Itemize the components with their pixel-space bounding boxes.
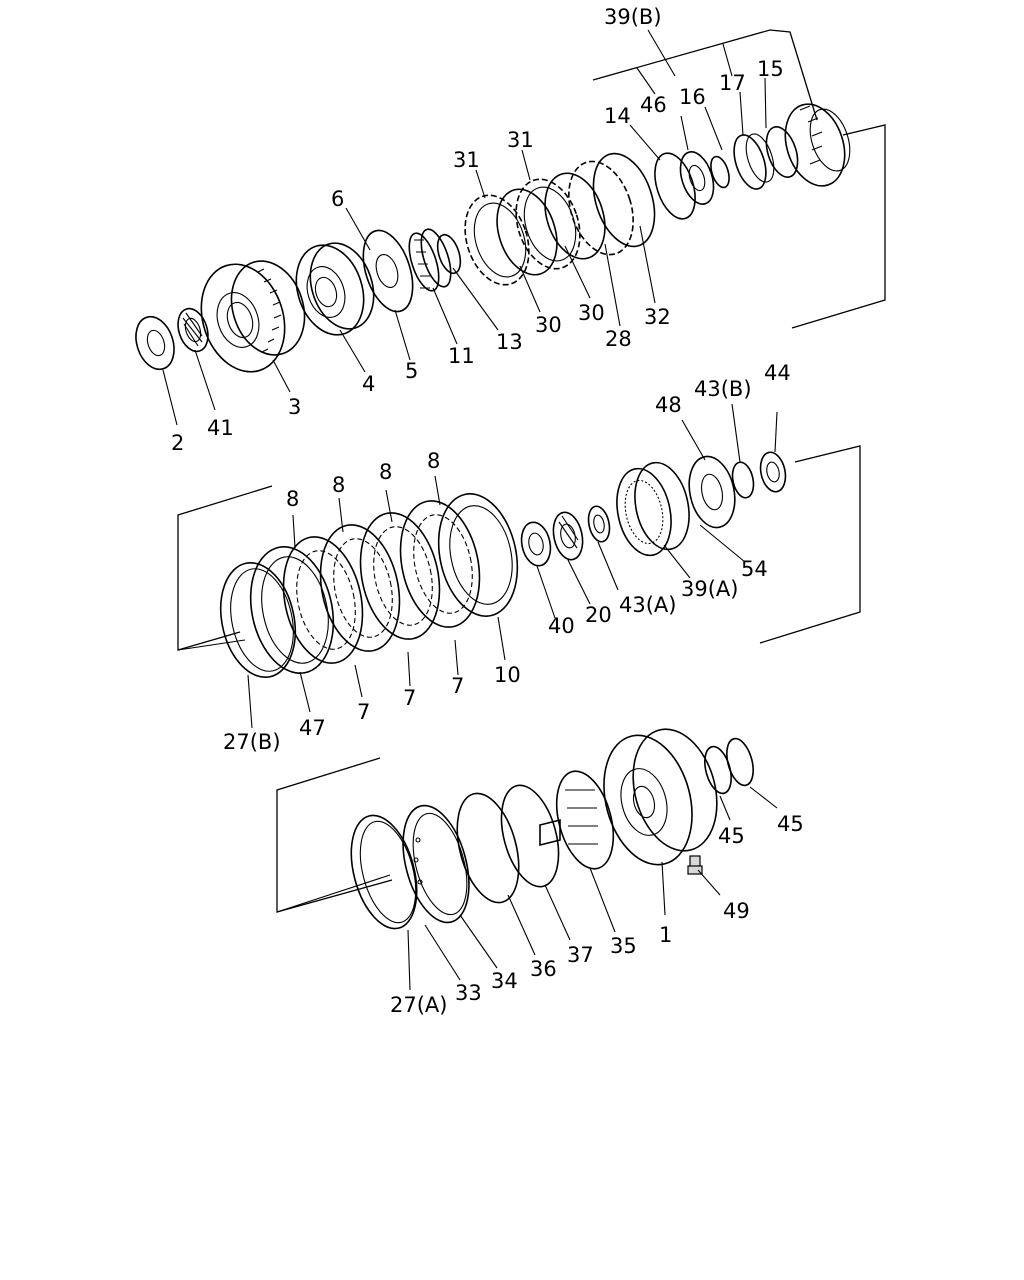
part-3-clutch-hub (200, 260, 306, 373)
part-41-needle-bearing (177, 307, 209, 353)
part-5-6-washer (362, 229, 414, 313)
label-43b: 43(B) (694, 377, 752, 401)
label-36: 36 (530, 957, 557, 981)
label-49: 49 (723, 899, 750, 923)
label-45-right: 45 (777, 812, 804, 836)
label-4: 4 (362, 372, 375, 396)
label-46: 46 (640, 93, 667, 117)
label-33: 33 (455, 981, 482, 1005)
label-8-third: 8 (379, 460, 392, 484)
part-36-seal-ring (500, 784, 560, 888)
label-45-left: 45 (718, 824, 745, 848)
group-middle-row (219, 451, 787, 679)
label-40: 40 (548, 614, 575, 638)
label-2: 2 (171, 431, 184, 455)
part-47-pressure-plate (249, 546, 335, 674)
label-47: 47 (299, 716, 326, 740)
label-27a: 27(A) (390, 993, 447, 1017)
label-31-right: 31 (507, 128, 534, 152)
label-43a: 43(A) (619, 593, 676, 617)
part-13-snap-ring (436, 233, 462, 275)
group-leader-lines (162, 29, 778, 991)
label-6: 6 (331, 187, 344, 211)
frame-top (592, 29, 818, 121)
label-39b: 39(B) (604, 5, 662, 29)
part-2-thrust-washer (135, 315, 175, 371)
label-10: 10 (494, 663, 521, 687)
label-31-left: 31 (453, 148, 480, 172)
label-13: 13 (496, 330, 523, 354)
part-34-seal-ring (456, 792, 520, 904)
part-31-30-28-clutch-plates (464, 160, 634, 286)
part-11-spring-retainer (408, 228, 452, 292)
group-bottom-row (350, 728, 754, 930)
label-44: 44 (764, 361, 791, 385)
part-43b-washer (731, 461, 755, 499)
frame-middle-right (759, 445, 861, 644)
label-8-first: 8 (286, 487, 299, 511)
label-8-second: 8 (332, 473, 345, 497)
label-41: 41 (207, 416, 234, 440)
label-1: 1 (659, 923, 672, 947)
label-37: 37 (567, 943, 594, 967)
part-8-7-clutch-pack (282, 500, 481, 664)
label-30-left: 30 (535, 313, 562, 337)
part-46-16-thrust-bearing (679, 151, 730, 205)
label-16: 16 (679, 85, 706, 109)
label-34: 34 (491, 969, 518, 993)
label-14: 14 (604, 104, 631, 128)
label-3: 3 (288, 395, 301, 419)
label-7-left: 7 (357, 700, 370, 724)
part-40-thrust-washer (520, 521, 552, 567)
label-17: 17 (719, 71, 746, 95)
label-32: 32 (644, 305, 671, 329)
label-20: 20 (585, 603, 612, 627)
label-7-middle: 7 (403, 686, 416, 710)
label-35: 35 (610, 934, 637, 958)
frame-bottom (276, 757, 393, 913)
part-43a-washer (587, 505, 611, 543)
part-49-bolt (687, 855, 703, 875)
group-callout-labels: 39(B) 46 16 17 15 14 31 31 6 30 30 32 28… (171, 5, 804, 1017)
part-45-seal-rings (704, 737, 754, 795)
part-33-piston (402, 804, 470, 924)
part-27a-snap-ring (350, 814, 418, 930)
group-frames (177, 29, 886, 913)
label-54: 54 (741, 557, 768, 581)
label-30-right: 30 (578, 301, 605, 325)
group-top-row (135, 103, 851, 373)
label-7-right: 7 (451, 674, 464, 698)
part-54-48-planet-carrier (688, 455, 736, 529)
part-32-snap-ring (592, 152, 656, 248)
part-20-needle-bearing (552, 511, 584, 561)
part-15-drum (765, 103, 851, 187)
frame-middle-left (177, 485, 273, 651)
part-35-spring-retainer (555, 770, 615, 870)
part-44-needle-bearing (759, 451, 787, 493)
label-11: 11 (448, 344, 475, 368)
part-17-gear (733, 133, 775, 190)
part-39a-ring-gear (616, 461, 690, 557)
label-5: 5 (405, 359, 418, 383)
label-15: 15 (757, 57, 784, 81)
label-28: 28 (605, 327, 632, 351)
part-27b-snap-ring (219, 561, 297, 679)
part-4-bearing (295, 242, 375, 336)
label-48: 48 (655, 393, 682, 417)
part-10-end-plate (437, 493, 519, 617)
frame-top-right (791, 124, 886, 329)
label-27b: 27(B) (223, 730, 281, 754)
part-1-clutch-housing (603, 728, 718, 866)
part-37-spring (539, 818, 561, 847)
label-39a: 39(A) (681, 577, 738, 601)
label-8-fourth: 8 (427, 449, 440, 473)
part-14-snap-ring (654, 152, 696, 220)
